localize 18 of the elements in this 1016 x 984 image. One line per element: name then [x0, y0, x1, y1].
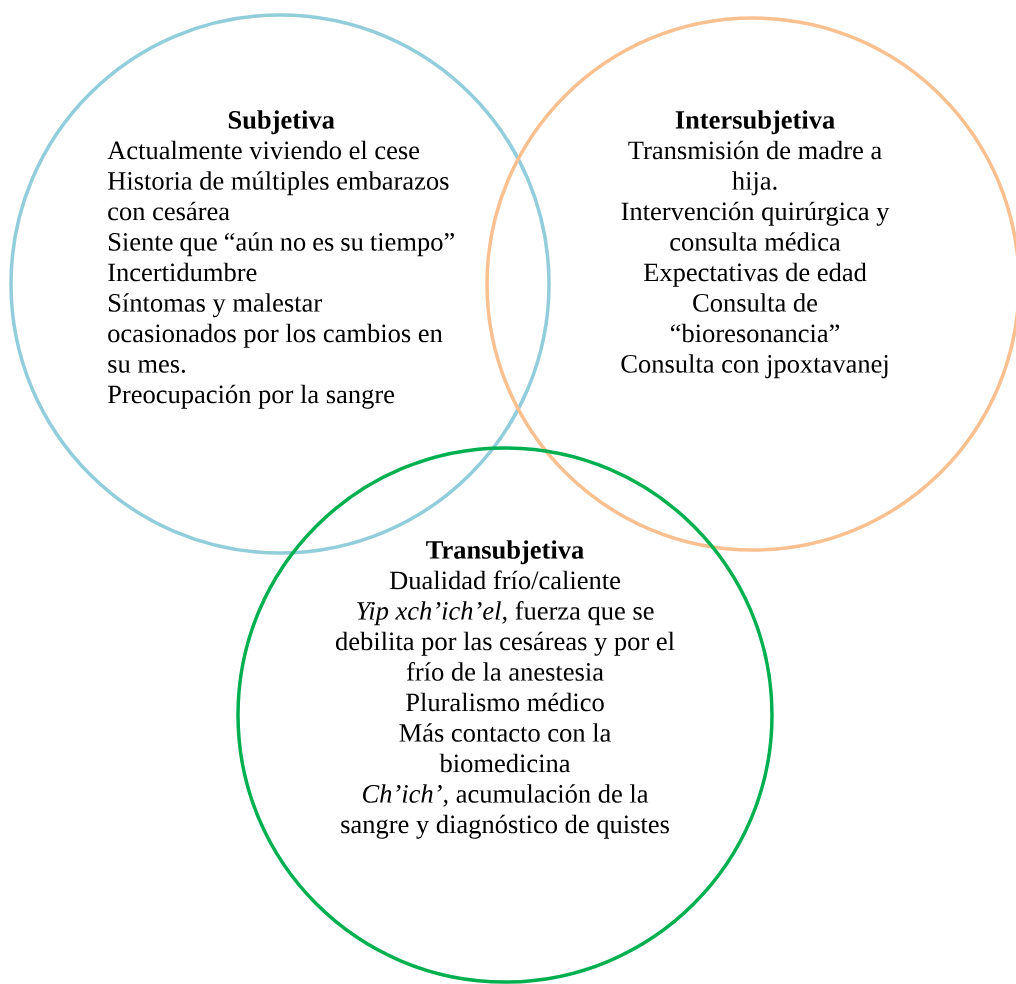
circle-heading: Transubjetiva: [426, 540, 584, 565]
list-item: Ch’ich’, acumulación de la sangre y diagnóstico de quistes: [341, 784, 669, 839]
list-item: Transmisión de madre a hija.: [628, 140, 882, 196]
list-item: Pluralismo médico: [406, 692, 604, 712]
list-item: Dualidad frío/caliente: [389, 570, 620, 590]
list-item: Síntomas y malestar ocasionados por los cambios en su mes.: [108, 293, 443, 373]
list-item: Intervención quirúrgica y consulta médica: [621, 201, 890, 251]
list-item: Consulta de “bioresonancia”: [670, 293, 840, 343]
list-item: Yip xch’ich’el, fuerza que se debilita por las cesáreas y por el frío de la anestesia: [336, 600, 675, 681]
list-item: Actualmente viviendo el cese: [107, 140, 420, 160]
list-item: Consulta con jpoxtavanej: [621, 354, 888, 379]
list-item: Preocupación por la sangre: [107, 384, 395, 409]
circle-heading: Subjetiva: [228, 110, 335, 135]
circle-heading: Intersubjetiva: [675, 110, 835, 135]
list-item: Incertidumbre: [108, 262, 257, 282]
list-item: Historia de múltiples embarazos con cesárea: [107, 171, 449, 221]
list-item: Siente que “aún no es su tiempo”: [108, 232, 454, 257]
list-item: Expectativas de edad: [643, 262, 867, 287]
